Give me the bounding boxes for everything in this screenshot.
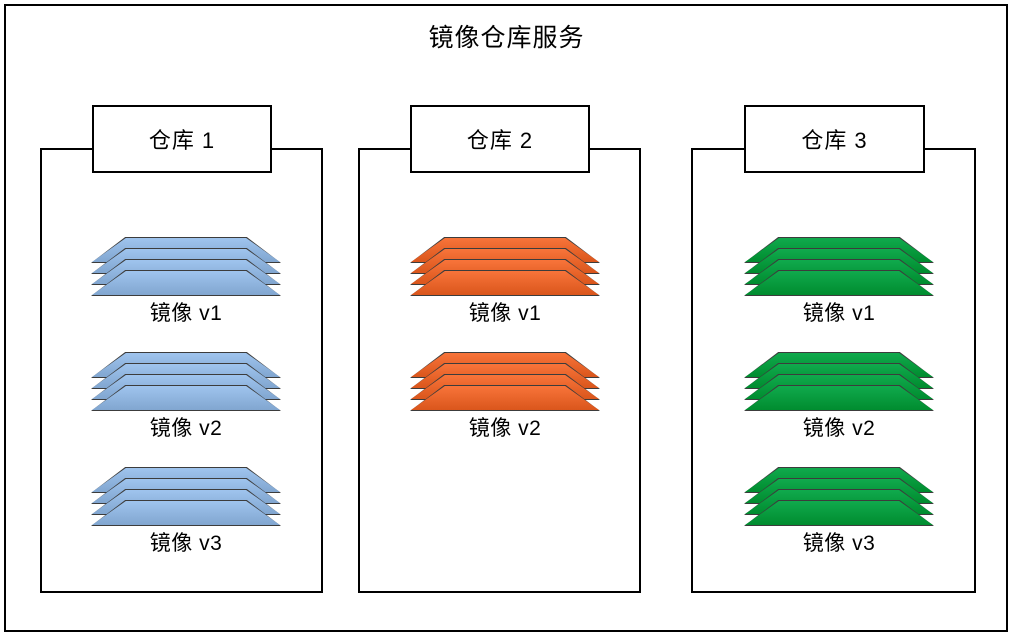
image-layer bbox=[744, 270, 934, 296]
image-label: 镜像 v2 bbox=[802, 417, 876, 440]
image-label: 镜像 v2 bbox=[468, 417, 542, 440]
image-layer bbox=[410, 270, 600, 296]
image-layers-stack bbox=[410, 352, 600, 411]
image-layer bbox=[91, 385, 281, 411]
image-layers-stack bbox=[744, 237, 934, 296]
image-layer bbox=[410, 385, 600, 411]
image-stack-item[interactable]: 镜像 v3 bbox=[744, 467, 934, 558]
image-layers-stack bbox=[744, 467, 934, 526]
image-label: 镜像 v3 bbox=[149, 532, 223, 555]
image-label: 镜像 v1 bbox=[802, 302, 876, 325]
image-stack-item[interactable]: 镜像 v1 bbox=[410, 237, 600, 328]
image-label: 镜像 v1 bbox=[468, 302, 542, 325]
page-title: 镜像仓库服务 bbox=[428, 24, 585, 52]
repository-header-label-3: 仓库 3 bbox=[801, 128, 868, 153]
image-layer bbox=[744, 385, 934, 411]
image-layer bbox=[744, 500, 934, 526]
repository-header-label-2: 仓库 2 bbox=[466, 128, 534, 153]
image-layers-stack bbox=[91, 352, 281, 411]
image-stack-item[interactable]: 镜像 v2 bbox=[410, 352, 600, 443]
image-label: 镜像 v3 bbox=[802, 532, 876, 555]
repository-header-2[interactable]: 仓库 2 bbox=[410, 105, 590, 173]
image-layers-stack bbox=[410, 237, 600, 296]
image-stack-item[interactable]: 镜像 v1 bbox=[91, 237, 281, 328]
image-layers-stack bbox=[91, 237, 281, 296]
image-layers-stack bbox=[744, 352, 934, 411]
repository-header-label-1: 仓库 1 bbox=[148, 128, 216, 153]
image-stack-item[interactable]: 镜像 v2 bbox=[744, 352, 934, 443]
image-stack-item[interactable]: 镜像 v1 bbox=[744, 237, 934, 328]
image-layer bbox=[91, 500, 281, 526]
image-label: 镜像 v1 bbox=[149, 302, 223, 325]
image-layer bbox=[91, 270, 281, 296]
image-label: 镜像 v2 bbox=[149, 417, 223, 440]
image-layers-stack bbox=[91, 467, 281, 526]
image-stack-item[interactable]: 镜像 v2 bbox=[91, 352, 281, 443]
image-stack-item[interactable]: 镜像 v3 bbox=[91, 467, 281, 558]
repository-header-1[interactable]: 仓库 1 bbox=[92, 105, 272, 173]
repository-header-3[interactable]: 仓库 3 bbox=[744, 105, 925, 173]
